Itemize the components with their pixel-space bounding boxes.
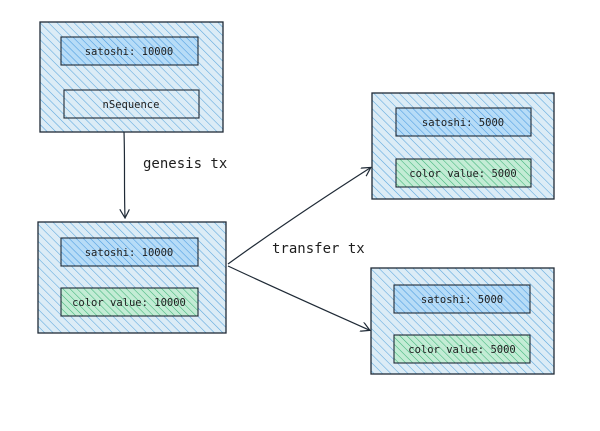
- arrow-genesis: [124, 131, 125, 217]
- satoshi-label: satoshi: 5000: [422, 117, 504, 129]
- color-value-label: color value: 5000: [409, 168, 516, 180]
- arrow-transfer-up: [227, 168, 370, 265]
- nsequence-label: nSequence: [103, 99, 160, 111]
- node-transfer-output-1: satoshi: 5000 color value: 5000: [371, 92, 555, 200]
- satoshi-field: satoshi: 5000: [395, 107, 532, 137]
- edge-genesis: genesis tx: [124, 131, 227, 217]
- nsequence-field: nSequence: [63, 89, 200, 119]
- color-value-field: color value: 10000: [60, 287, 199, 317]
- color-value-label: color value: 5000: [408, 344, 515, 356]
- satoshi-label: satoshi: 10000: [85, 46, 174, 58]
- node-genesis-input: satoshi: 10000 nSequence: [39, 21, 224, 133]
- color-value-field: color value: 5000: [393, 334, 531, 364]
- edge-label-transfer: transfer tx: [272, 241, 365, 257]
- arrow-transfer-down: [227, 265, 369, 330]
- satoshi-label: satoshi: 10000: [85, 247, 174, 259]
- color-value-label: color value: 10000: [72, 297, 186, 309]
- edge-label-genesis: genesis tx: [143, 156, 227, 172]
- node-genesis-output: satoshi: 10000 color value: 10000: [37, 221, 227, 334]
- satoshi-field: satoshi: 10000: [60, 237, 199, 267]
- satoshi-label: satoshi: 5000: [421, 294, 503, 306]
- color-value-field: color value: 5000: [395, 158, 532, 188]
- node-transfer-output-2: satoshi: 5000 color value: 5000: [370, 267, 555, 375]
- satoshi-field: satoshi: 10000: [60, 36, 199, 66]
- edge-transfer: transfer tx: [227, 168, 370, 330]
- satoshi-field: satoshi: 5000: [393, 284, 531, 314]
